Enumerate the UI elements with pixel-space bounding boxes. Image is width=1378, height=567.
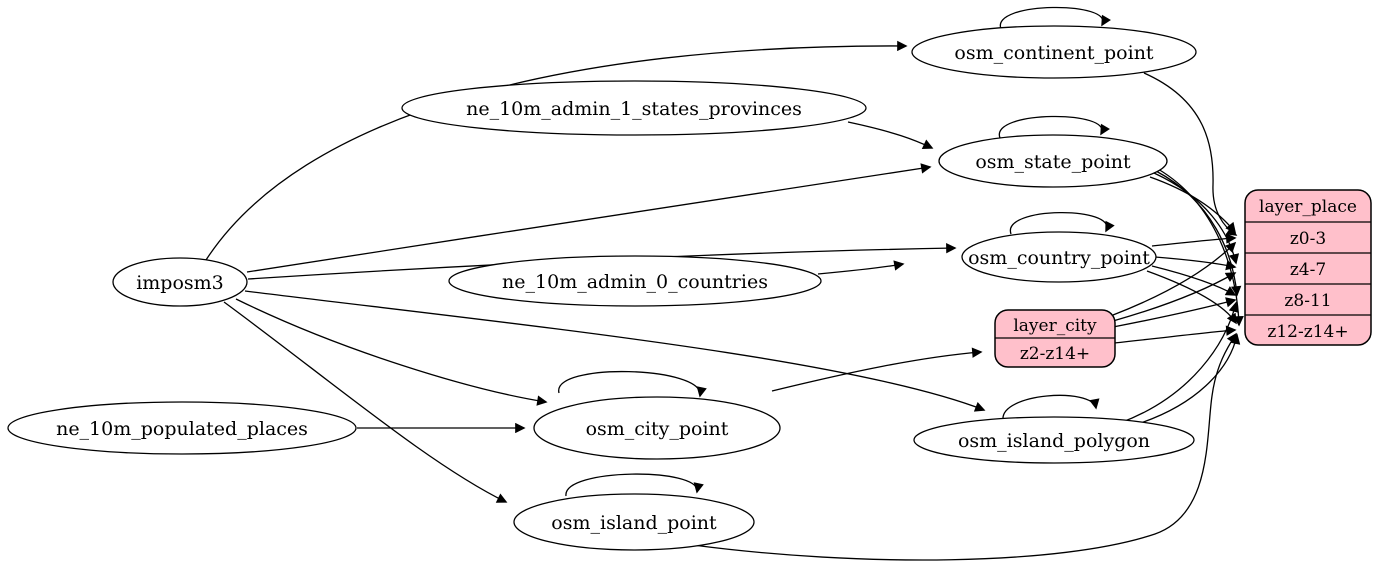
edge-osm_island_polygon-self-loop [1002,394,1100,421]
osm_country_point-shape [961,231,1157,283]
osm_country_point-label: osm_country_point [968,247,1150,269]
edge-layer_city-layer_place-z0-3 [1112,241,1237,316]
edge-osm_state_point-layer_place-z8-11 [1155,170,1242,297]
osm_island_polygon-shape [913,416,1195,464]
edge-osm_country_point-self-loop [1010,211,1115,235]
edges-group [205,6,1244,561]
node-layer_city: layer_city z2-z14+ [994,309,1116,368]
osm_state_point-label: osm_state_point [975,151,1131,173]
osm_island_point-label: osm_island_point [551,512,717,534]
edge-layer_city-layer_place-z4-7 [1112,272,1237,322]
edge-ne_10m_admin_1_states_provinces-osm_state_point [847,121,934,149]
edge-osm_state_point-self-loop [998,115,1110,139]
layer_city-title: layer_city [1013,316,1097,336]
edge-osm_city_point-self-loop [558,370,707,398]
osm_island_polygon-label: osm_island_polygon [958,430,1150,452]
edge-osm_island_point-self-loop [565,473,704,497]
edge-osm_island_point-layer_place-z12-z14 [692,332,1237,561]
edge-imposm3-osm_city_point [235,298,548,406]
osm_continent_point-shape [911,25,1197,79]
node-osm_island_point: osm_island_point [513,493,755,551]
edge-osm_island_polygon-layer_place-z8-11 [1119,301,1239,424]
node-osm_country_point: osm_country_point [961,231,1157,283]
layer_place-title: layer_place [1259,197,1357,217]
edge-osm_continent_point-layer_place-z0-3 [1143,72,1238,236]
ne_10m_populated_places-label: ne_10m_populated_places [56,418,308,440]
ne_10m_populated_places-shape [7,401,357,455]
layer_place-row-z12-z14: z12-z14+ [1267,322,1348,342]
node-osm_continent_point: osm_continent_point [911,25,1197,79]
osm_continent_point-label: osm_continent_point [954,42,1154,64]
edge-ne_10m_admin_0_countries-osm_country_point [817,260,905,275]
ne_10m_admin_1_states_provinces-shape [401,80,867,136]
edge-layer_city-layer_place-z8-11 [1112,297,1237,328]
imposm3-shape [112,257,248,307]
edge-imposm3-osm_state_point [246,163,932,273]
layer_place-box [1244,189,1372,346]
osm_city_point-label: osm_city_point [586,418,729,440]
node-ne_10m_admin_1_states_provinces: ne_10m_admin_1_states_provinces [401,80,867,136]
edge-osm_country_point-layer_place-z0-3 [1151,233,1237,247]
node-osm_island_polygon: osm_island_polygon [913,416,1195,464]
edge-imposm3-osm_island_point [223,301,508,503]
node-layer_place: layer_place z0-3 z4-7 z8-11 z12-z14+ [1244,189,1372,346]
layer_place-row-z4-7: z4-7 [1290,260,1326,280]
edge-osm_island_polygon-layer_place-z12-z14 [1127,333,1241,428]
edge-osm_country_point-layer_place-z12-z14 [1146,270,1237,325]
node-ne_10m_admin_0_countries: ne_10m_admin_0_countries [448,255,822,307]
layer_place-row-z8-11: z8-11 [1284,291,1331,311]
edge-layer_city-layer_place-z12-z14 [1113,325,1237,344]
node-ne_10m_populated_places: ne_10m_populated_places [7,401,357,455]
edge-imposm3-osm_continent_point [205,40,908,261]
ne_10m_admin_0_countries-label: ne_10m_admin_0_countries [502,271,768,293]
osm_city_point-shape [533,396,781,460]
edge-imposm3-osm_island_polygon [244,290,986,412]
edge-osm_country_point-layer_place-z4-7 [1154,256,1237,271]
edge-osm_state_point-layer_place-z0-3 [1149,176,1236,234]
node-imposm3: imposm3 [112,257,248,307]
layer_place-row-z0-3: z0-3 [1290,229,1326,249]
edge-osm_country_point-layer_place-z8-11 [1151,265,1237,296]
edge-osm_city_point-layer_city-z2-z14 [771,347,983,392]
node-osm_city_point: osm_city_point [533,396,781,460]
imposm3-label: imposm3 [136,272,224,294]
edge-osm_continent_point-self-loop [999,6,1111,30]
ne_10m_admin_1_states_provinces-label: ne_10m_admin_1_states_provinces [466,98,802,120]
node-osm_state_point: osm_state_point [938,134,1168,188]
ne_10m_admin_0_countries-shape [448,255,822,307]
osm_island_point-shape [513,493,755,551]
layer_city-row-z2-z14: z2-z14+ [1020,344,1090,364]
nodes-group: imposm3 ne_10m_populated_places ne_10m_a… [7,25,1372,551]
osm_state_point-shape [938,134,1168,188]
